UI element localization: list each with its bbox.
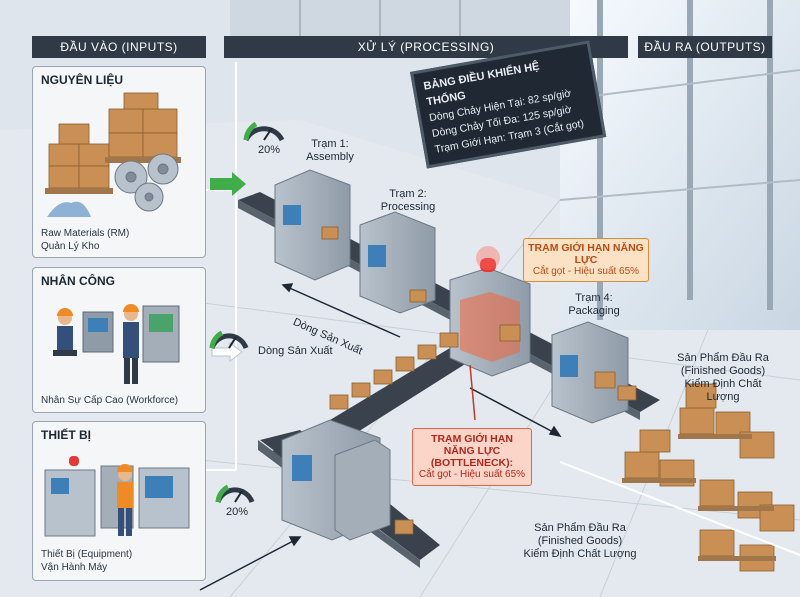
- equipment-caption-1: Thiết Bị (Equipment): [41, 549, 133, 560]
- gauge-mid-icon: [209, 330, 249, 350]
- materials-caption-1: Raw Materials (RM): [41, 228, 130, 239]
- labor-panel: NHÂN CÔNG Nhân Sự Cấp Cao (Workforce): [32, 267, 206, 413]
- materials-panel: NGUYÊN LIỆU Raw Materials (RM) Quản Lý K…: [32, 66, 206, 258]
- station-2-label: Trạm 2:Processing: [380, 188, 436, 213]
- bottleneck-callout-top: TRẠM GIỚI HẠN NĂNG LỰC Cắt gọt - Hiệu su…: [523, 238, 649, 282]
- workforce-illustration: [53, 304, 180, 384]
- conveyor-boxes: [321, 226, 637, 535]
- lower-machine-cluster: [281, 419, 391, 541]
- labor-title: NHÂN CÔNG: [41, 274, 115, 288]
- gauge-top-value: 20%: [258, 144, 281, 156]
- finished-goods-pallets: [622, 383, 795, 572]
- station-4-machine: [551, 321, 629, 424]
- output-label-top: Sản Phẩm Đầu Ra(Finished Goods)Kiểm Định…: [677, 352, 769, 403]
- materials-caption-2: Quản Lý Kho: [41, 241, 100, 252]
- equipment-caption-2: Vận Hành Máy: [41, 562, 108, 573]
- callout-bottom-text: Cắt gọt - Hiệu suất 65%: [418, 469, 526, 480]
- station-1-machine: [274, 169, 351, 281]
- input-arrow-icon: [210, 172, 246, 196]
- gauge-bottom-value: 20%: [226, 506, 249, 518]
- flow-label-straight: Dòng Sản Xuất: [258, 345, 333, 357]
- raw-materials-illustration: [45, 92, 181, 217]
- equipment-illustration: [44, 456, 190, 537]
- callout-top-title: TRẠM GIỚI HẠN NĂNG LỰC: [528, 242, 644, 266]
- header-inputs: ĐẦU VÀO (INPUTS): [32, 36, 206, 58]
- bottleneck-callout-bottom: TRẠM GIỚI HẠN NĂNG LỰC (BOTTLENECK): Cắt…: [412, 428, 532, 486]
- materials-title: NGUYÊN LIỆU: [41, 73, 124, 87]
- station-1-label: Trạm 1:Assembly: [306, 138, 354, 163]
- bottleneck-station-machine: [449, 246, 531, 377]
- callout-top-text: Cắt gọt - Hiệu suất 65%: [532, 266, 640, 277]
- station-2-machine: [359, 211, 436, 314]
- gauge-bottom-icon: [215, 484, 255, 504]
- gauge-top-icon: [243, 121, 285, 142]
- equipment-panel: THIẾT BỊ Thiết Bị (Equipment) Vận Hành M…: [32, 421, 206, 581]
- labor-caption-1: Nhân Sự Cấp Cao (Workforce): [41, 395, 179, 406]
- equipment-title: THIẾT BỊ: [41, 428, 91, 442]
- output-label-bottom: Sản Phẩm Đầu Ra(Finished Goods)Kiểm Định…: [523, 522, 637, 560]
- header-outputs: ĐẦU RA (OUTPUTS): [638, 36, 772, 58]
- station-4-label: Trạm 4:Packaging: [568, 292, 620, 317]
